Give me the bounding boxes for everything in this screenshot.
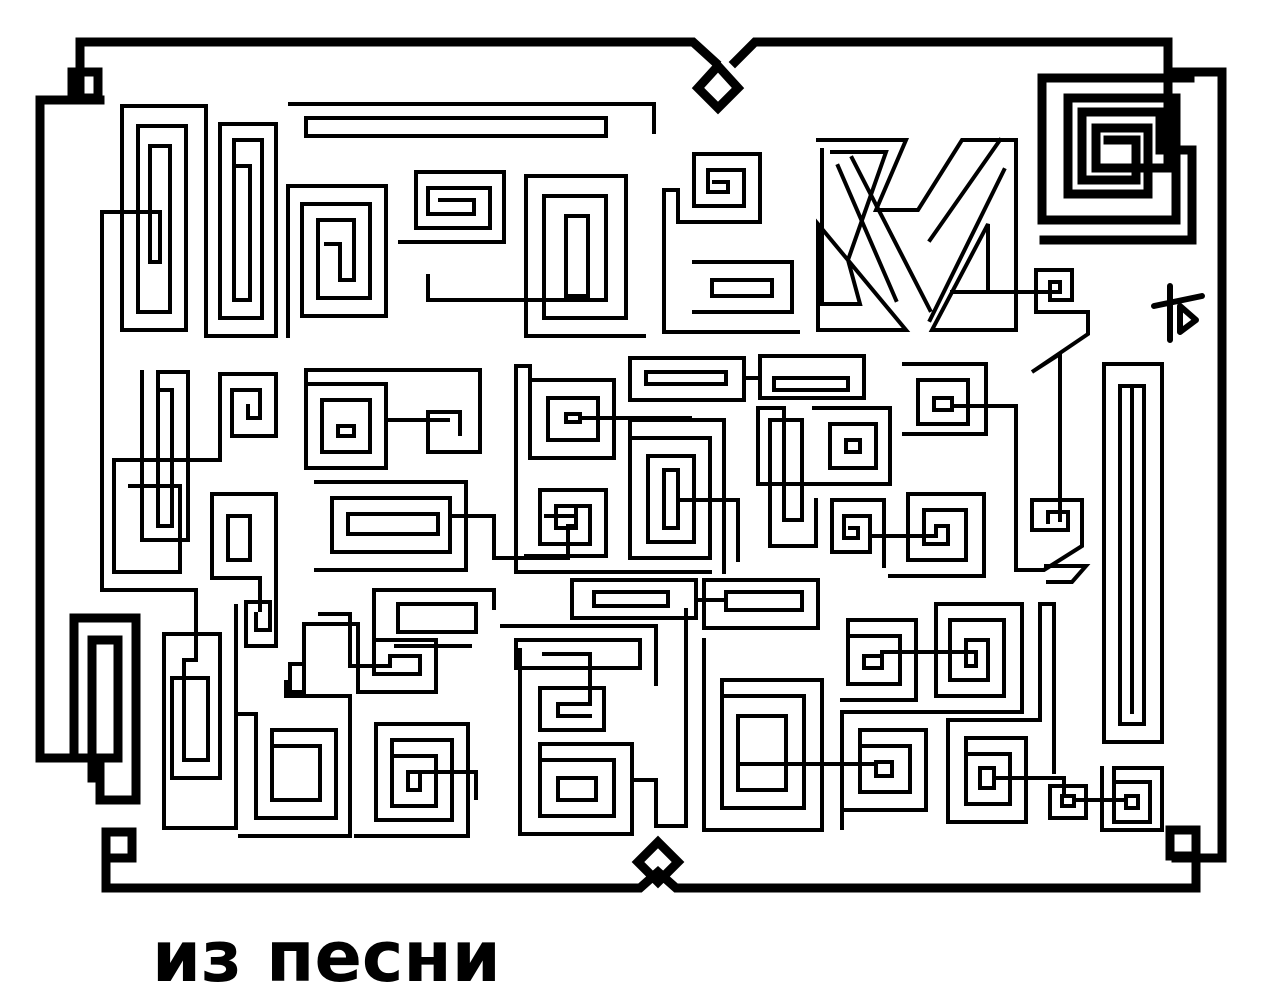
square-spiral-l bbox=[524, 488, 608, 558]
corner-loop-top-left bbox=[67, 67, 103, 103]
tall-spiral-2 bbox=[204, 104, 278, 338]
rect-spiral-e bbox=[692, 260, 794, 314]
small-spiral-b bbox=[398, 170, 506, 244]
thick-spiral-inner bbox=[1039, 107, 1197, 245]
tall-spiral-s bbox=[100, 210, 238, 830]
square-spiral-q bbox=[830, 492, 986, 578]
long-tall-bar-r bbox=[1044, 362, 1164, 744]
diamond-bottom bbox=[631, 835, 685, 889]
small-spiral-g bbox=[974, 268, 1090, 522]
small-spirals-ff bbox=[1048, 766, 1164, 832]
rect-spiral-y bbox=[500, 624, 658, 732]
square-spiral-a bbox=[286, 184, 388, 338]
tall-spiral-1 bbox=[100, 104, 206, 332]
square-spiral-dd bbox=[738, 728, 928, 812]
frame-top-left bbox=[75, 37, 722, 105]
wide-spiral-j bbox=[314, 480, 578, 572]
thick-loop-left bbox=[69, 613, 141, 805]
square-spiral-i bbox=[304, 368, 482, 470]
row-3-spirals bbox=[100, 210, 1164, 838]
square-spiral-x bbox=[354, 722, 478, 838]
zigzag-diagonals bbox=[835, 137, 1007, 323]
corner-loop-bottom-right bbox=[1165, 825, 1201, 861]
square-spiral-v bbox=[302, 612, 472, 694]
small-spiral-t bbox=[210, 492, 278, 648]
outer-frame bbox=[35, 37, 1227, 893]
row-2-spirals bbox=[112, 354, 1164, 744]
rect-spiral-c bbox=[426, 174, 646, 338]
wide-spiral-w bbox=[372, 588, 496, 644]
long-bar-top bbox=[288, 102, 656, 138]
diamond-top bbox=[691, 59, 745, 115]
frame-bottom bbox=[101, 845, 1201, 893]
square-spiral-ee bbox=[946, 602, 1066, 824]
frame-top-right bbox=[728, 37, 1173, 85]
long-bars-m bbox=[628, 354, 866, 402]
square-spiral-u bbox=[234, 604, 352, 838]
thick-spiral-top-right bbox=[1037, 73, 1195, 225]
corner-loop-bottom-left bbox=[101, 827, 137, 863]
caption-title: из песни bbox=[152, 916, 501, 998]
square-spiral-o bbox=[756, 406, 892, 548]
square-spiral-k bbox=[514, 364, 712, 574]
signature-mark bbox=[1151, 283, 1205, 343]
row-1-spirals bbox=[100, 102, 1205, 522]
triangle-spiral-f bbox=[816, 138, 1018, 332]
square-spiral-cc bbox=[840, 602, 1024, 830]
long-bars-aa bbox=[570, 578, 820, 630]
square-spiral-z bbox=[518, 608, 688, 836]
rect-spiral-bb bbox=[702, 638, 824, 832]
tall-spiral-n bbox=[628, 418, 740, 574]
tall-spiral-h bbox=[112, 370, 278, 574]
square-spiral-p bbox=[902, 362, 1084, 572]
square-spiral-d bbox=[662, 152, 800, 334]
